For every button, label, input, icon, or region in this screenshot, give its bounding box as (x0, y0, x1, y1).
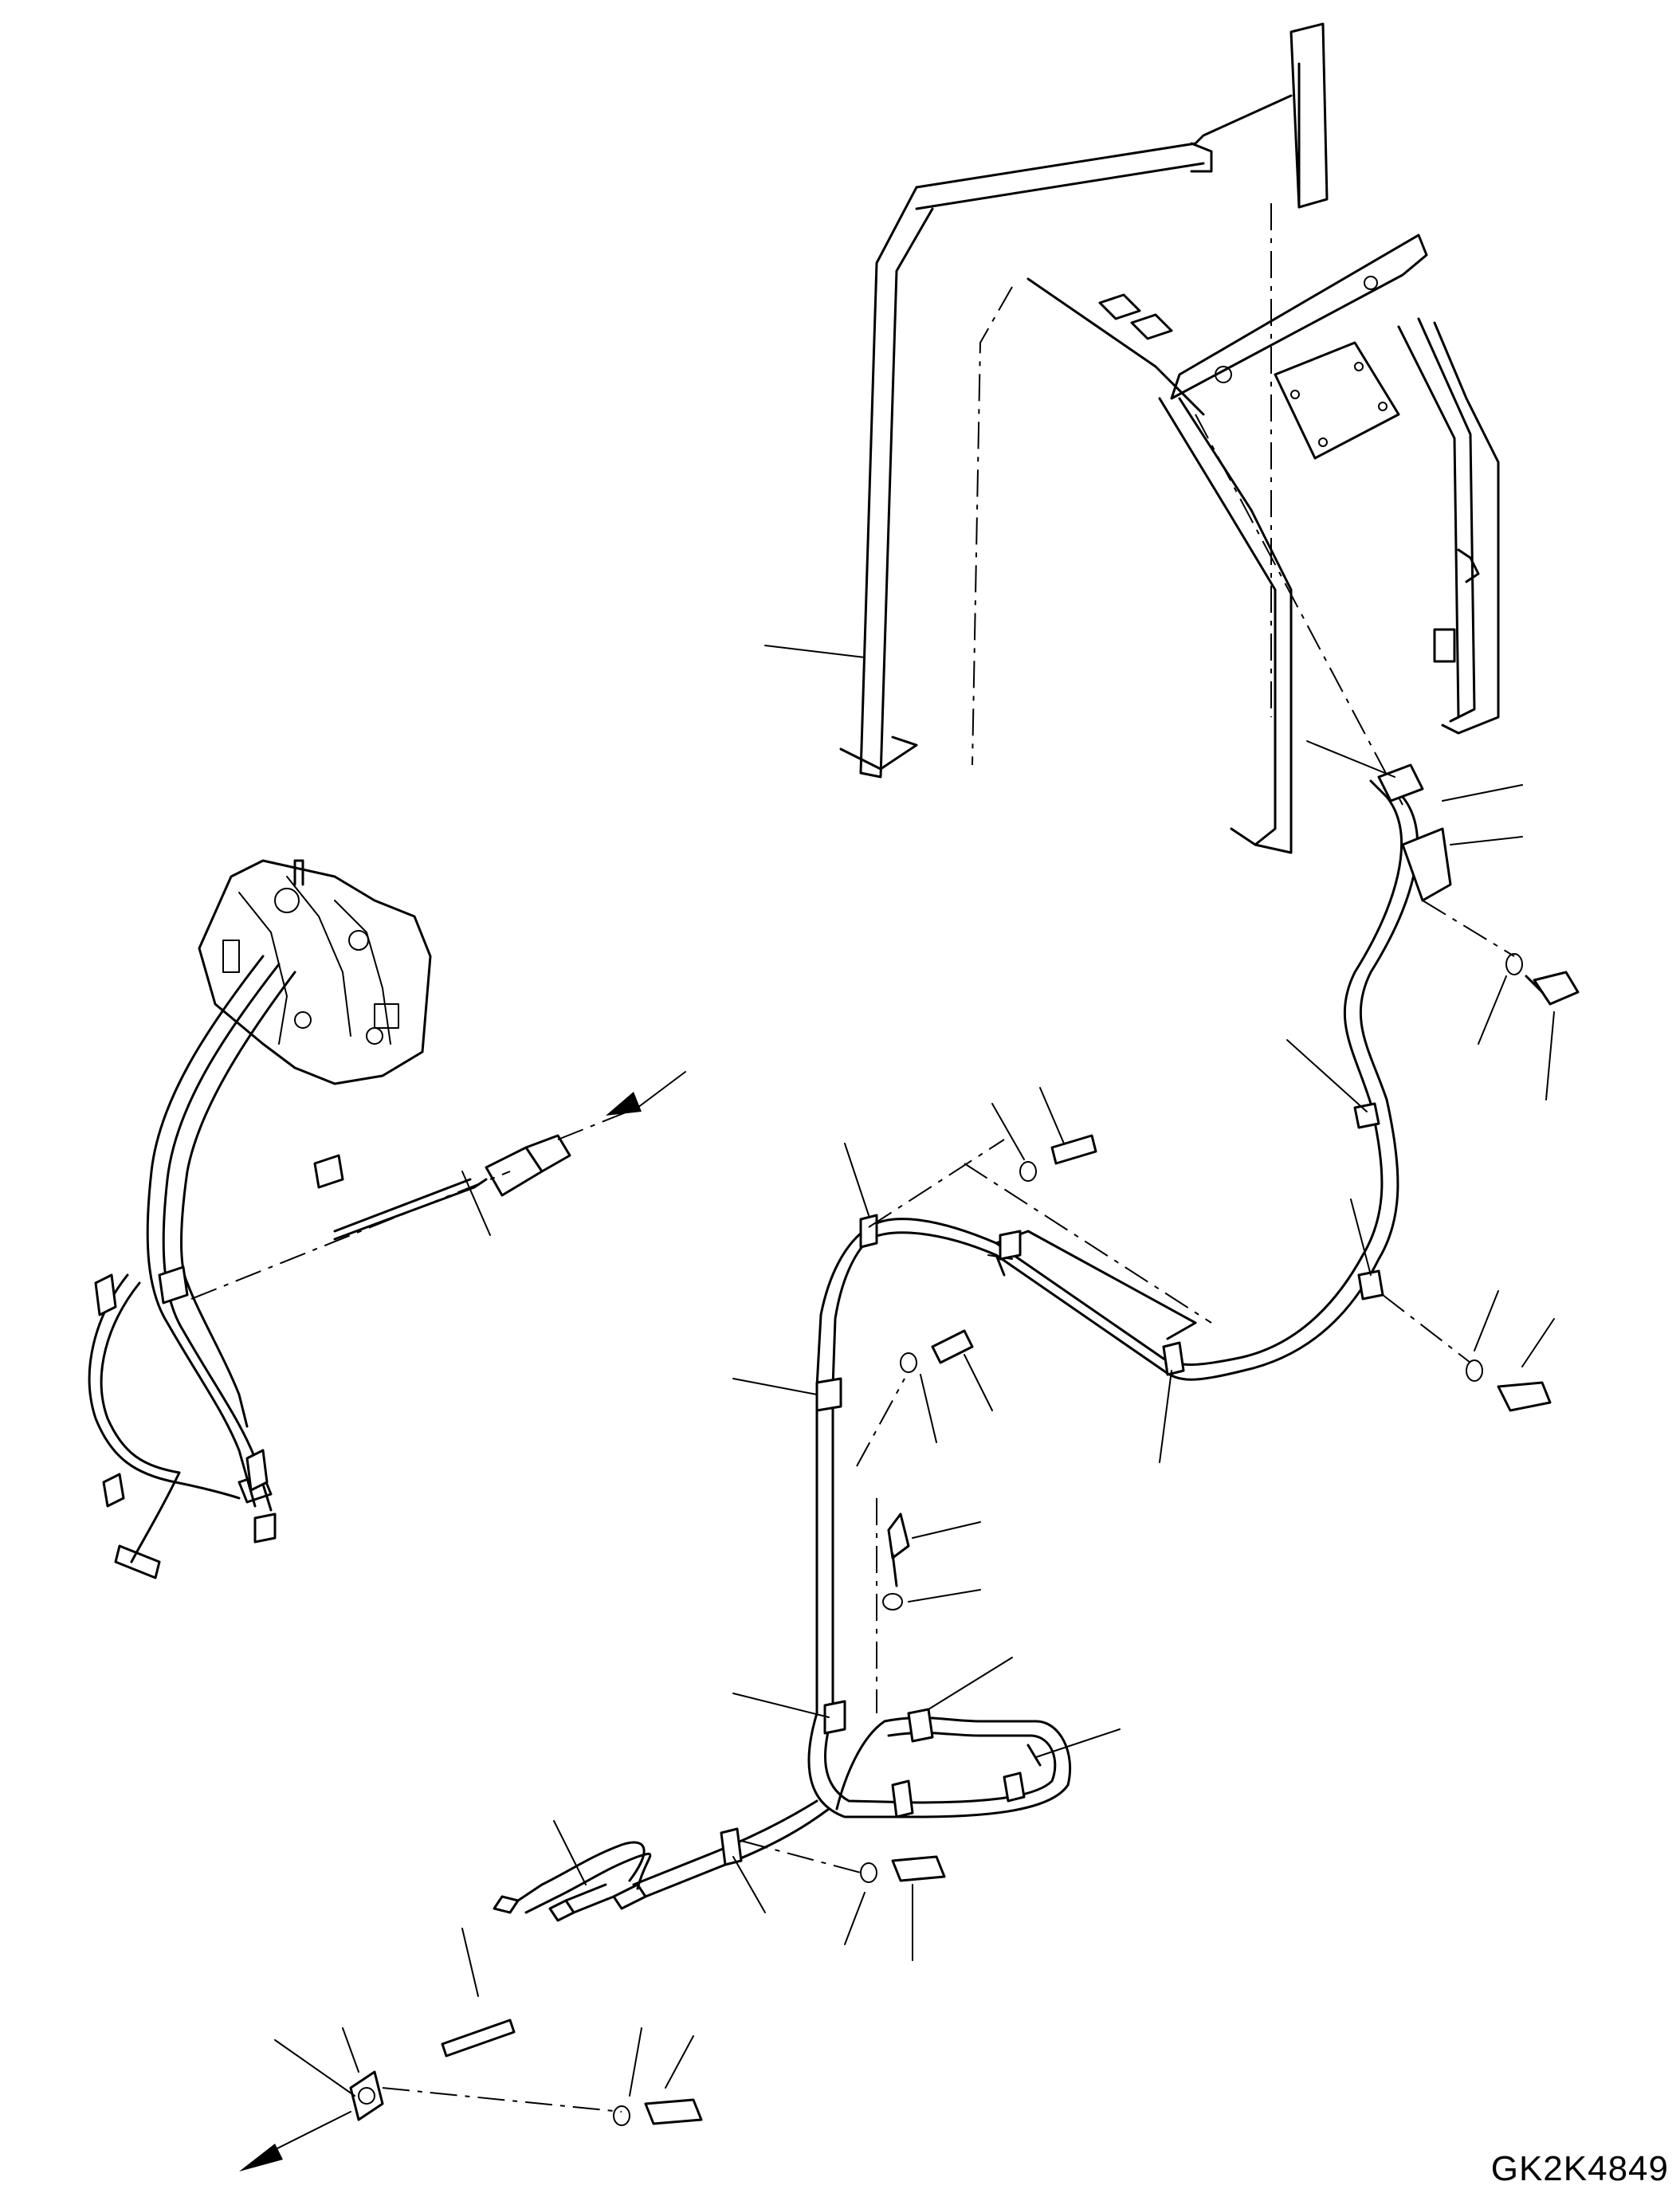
valve-assembly (198, 859, 432, 1085)
main-harness (274, 740, 1580, 2126)
figure-id: GK2K4849 (1490, 2149, 1669, 2188)
signal-cable (313, 1107, 638, 1241)
arrow-icon (239, 2111, 351, 2171)
harness-left (88, 955, 511, 1579)
arrow-icon (606, 1071, 686, 1116)
cab-frame (764, 22, 1500, 854)
